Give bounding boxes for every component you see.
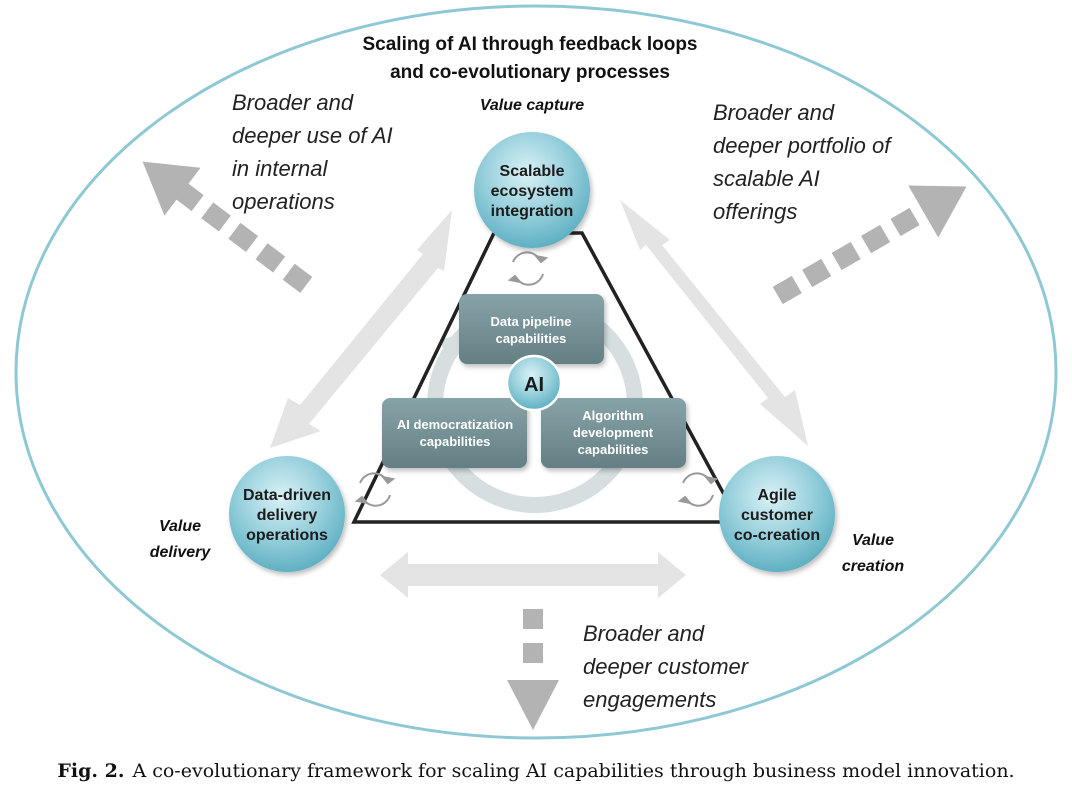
- svg-text:Scalable: Scalable: [500, 163, 565, 180]
- capability-ai-democratization: AI democratization capabilities: [382, 398, 527, 468]
- label-value-delivery: Value delivery: [150, 518, 212, 561]
- node-data-driven-delivery-operations: Data-driven delivery operations: [229, 456, 345, 572]
- feedback-arrow-left: [270, 210, 452, 448]
- svg-text:ecosystem: ecosystem: [491, 183, 574, 200]
- cycle-icon-top: [507, 251, 549, 286]
- svg-text:in internal: in internal: [232, 156, 329, 181]
- capability-algorithm-development: Algorithm development capabilities: [541, 398, 686, 468]
- node-scalable-ecosystem-integration: Scalable ecosystem integration: [474, 132, 590, 248]
- svg-text:deeper use of AI: deeper use of AI: [232, 123, 393, 148]
- svg-text:development: development: [573, 425, 654, 440]
- figure-caption-label: Fig. 2.: [57, 760, 125, 782]
- dashed-arrow-top-right: [772, 185, 967, 305]
- svg-text:Value: Value: [852, 532, 894, 549]
- diagram-title-line-1: Scaling of AI through feedback loops: [363, 34, 698, 55]
- label-customer-engagements: Broader and deeper customer engagements: [583, 621, 750, 712]
- svg-text:Broader and: Broader and: [583, 621, 705, 646]
- ai-center-node: AI: [505, 354, 563, 412]
- cycle-icon-left: [354, 472, 396, 507]
- dashed-arrow-top-left: [142, 161, 313, 293]
- svg-text:delivery: delivery: [257, 507, 318, 524]
- svg-text:co-creation: co-creation: [734, 527, 820, 544]
- svg-text:Agile: Agile: [757, 487, 796, 504]
- svg-text:AI democratization: AI democratization: [397, 417, 513, 432]
- svg-text:capabilities: capabilities: [578, 442, 649, 457]
- svg-text:Broader and: Broader and: [713, 100, 835, 125]
- figure-caption: Fig. 2. A co-evolutionary framework for s…: [0, 760, 1072, 782]
- label-value-creation: Value creation: [842, 532, 904, 575]
- dashed-arrow-bottom: [507, 609, 559, 730]
- diagram-title-line-2: and co-evolutionary processes: [390, 62, 670, 83]
- svg-text:Broader and: Broader and: [232, 90, 354, 115]
- cycle-icon-right: [677, 472, 719, 507]
- svg-text:offerings: offerings: [713, 199, 797, 224]
- svg-text:capabilities: capabilities: [496, 331, 567, 346]
- svg-text:creation: creation: [842, 558, 904, 575]
- svg-text:deeper customer: deeper customer: [583, 654, 750, 679]
- figure-caption-text: A co-evolutionary framework for scaling …: [132, 760, 1015, 782]
- svg-text:capabilities: capabilities: [420, 434, 491, 449]
- feedback-arrow-right: [620, 200, 808, 446]
- feedback-arrow-bottom: [380, 552, 686, 598]
- svg-text:Algorithm: Algorithm: [582, 408, 643, 423]
- svg-text:deeper portfolio of: deeper portfolio of: [713, 133, 893, 158]
- outer-ellipse: [14, 4, 1058, 740]
- label-value-capture: Value capture: [480, 97, 584, 114]
- svg-text:operations: operations: [232, 189, 335, 214]
- label-internal-operations: Broader and deeper use of AI in internal…: [232, 90, 393, 214]
- node-agile-customer-co-creation: Agile customer co-creation: [719, 456, 835, 572]
- svg-text:AI: AI: [524, 374, 544, 396]
- capability-data-pipeline: Data pipeline capabilities: [459, 294, 604, 364]
- svg-text:operations: operations: [246, 527, 328, 544]
- svg-text:delivery: delivery: [150, 544, 212, 561]
- svg-text:integration: integration: [491, 203, 574, 220]
- label-ai-offerings: Broader and deeper portfolio of scalable…: [713, 100, 893, 224]
- svg-text:engagements: engagements: [583, 687, 716, 712]
- svg-text:Value: Value: [159, 518, 201, 535]
- svg-text:scalable AI: scalable AI: [713, 166, 820, 191]
- svg-text:Data pipeline: Data pipeline: [491, 314, 572, 329]
- svg-text:Data-driven: Data-driven: [243, 487, 331, 504]
- svg-text:customer: customer: [741, 507, 813, 524]
